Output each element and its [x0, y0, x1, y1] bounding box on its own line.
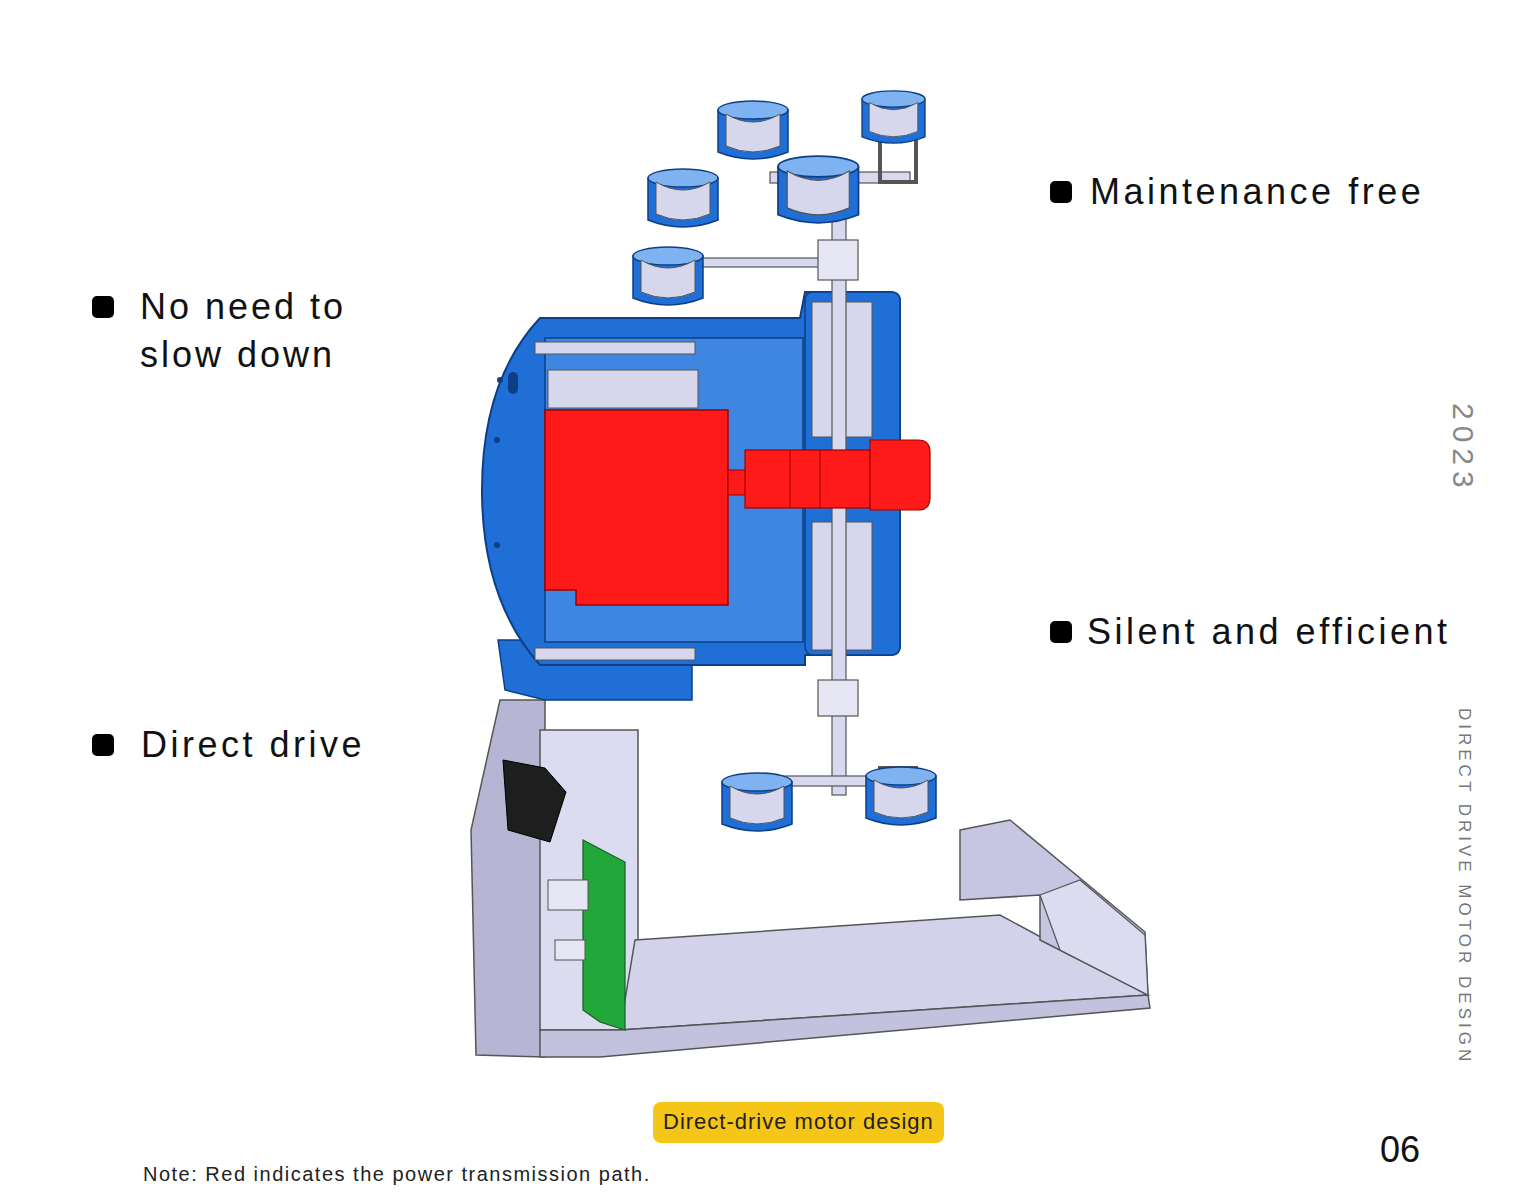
feature-text: Silent and efficient	[1087, 610, 1451, 653]
bullet-marker	[92, 296, 114, 318]
coupling	[745, 450, 870, 508]
frame-side	[471, 700, 545, 1057]
bullet-marker	[1050, 621, 1072, 643]
output-hub	[870, 440, 930, 510]
coupling-joint	[820, 450, 821, 508]
screw	[494, 542, 500, 548]
bullet-marker	[1050, 181, 1072, 203]
feature-text: Direct drive	[141, 723, 365, 766]
connector-block	[555, 940, 585, 960]
connector-block	[548, 880, 588, 910]
tray-wall	[960, 820, 1148, 995]
caption-text: Direct-drive motor design	[663, 1109, 934, 1135]
tray-base	[540, 995, 1150, 1057]
feature-text: Maintenance free	[1090, 170, 1424, 213]
side-title: DIRECT DRIVE MOTOR DESIGN	[1455, 708, 1473, 1065]
tie-rod	[535, 648, 695, 660]
spool-cup	[862, 91, 925, 143]
spool-cup	[722, 773, 792, 831]
page-number: 06	[1380, 1128, 1420, 1171]
spool-cup	[633, 247, 703, 305]
spool-cup	[778, 156, 859, 223]
caption-pill: Direct-drive motor design	[653, 1102, 944, 1143]
motor	[545, 410, 728, 605]
circuit-board	[583, 840, 625, 1030]
spool-cup	[718, 101, 788, 159]
screw	[494, 437, 500, 443]
sensor-block	[503, 760, 566, 842]
spool-cup	[866, 767, 936, 825]
frame-column	[540, 730, 638, 1030]
feature-text: No need to slow down	[140, 283, 390, 379]
slot	[508, 372, 518, 394]
coupling-joint	[790, 450, 791, 508]
note-text: Note: Red indicates the power transmissi…	[143, 1162, 651, 1186]
shaft-hub	[818, 680, 858, 716]
year-text: 2023	[1448, 403, 1478, 494]
tray-wall-face	[1040, 880, 1148, 995]
motor-mount	[548, 370, 698, 408]
spool-cup	[648, 169, 718, 227]
tie-rod	[535, 342, 695, 354]
bullet-marker	[92, 734, 114, 756]
shaft-hub	[818, 240, 858, 280]
screw	[497, 377, 503, 383]
